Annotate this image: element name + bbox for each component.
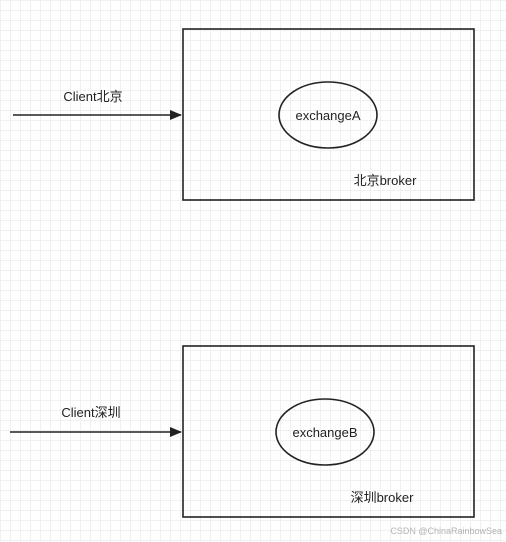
exchange-b-node (275, 398, 375, 466)
exchange-a-node (278, 81, 378, 149)
watermark-text: CSDN @ChinaRainbowSea (390, 526, 502, 536)
shenzhen-broker-label: 深圳broker (351, 490, 415, 505)
beijing-group: Client北京 exchangeA 北京broker (13, 28, 475, 201)
shenzhen-client-label: Client深圳 (61, 405, 120, 420)
beijing-client-label: Client北京 (63, 89, 122, 104)
exchange-b-label: exchangeB (292, 425, 357, 440)
exchange-a-label: exchangeA (295, 108, 360, 123)
beijing-broker-box (182, 28, 475, 201)
beijing-broker-label: 北京broker (354, 173, 418, 188)
shenzhen-broker-box (182, 345, 475, 518)
shenzhen-group: Client深圳 exchangeB 深圳broker (10, 345, 475, 518)
